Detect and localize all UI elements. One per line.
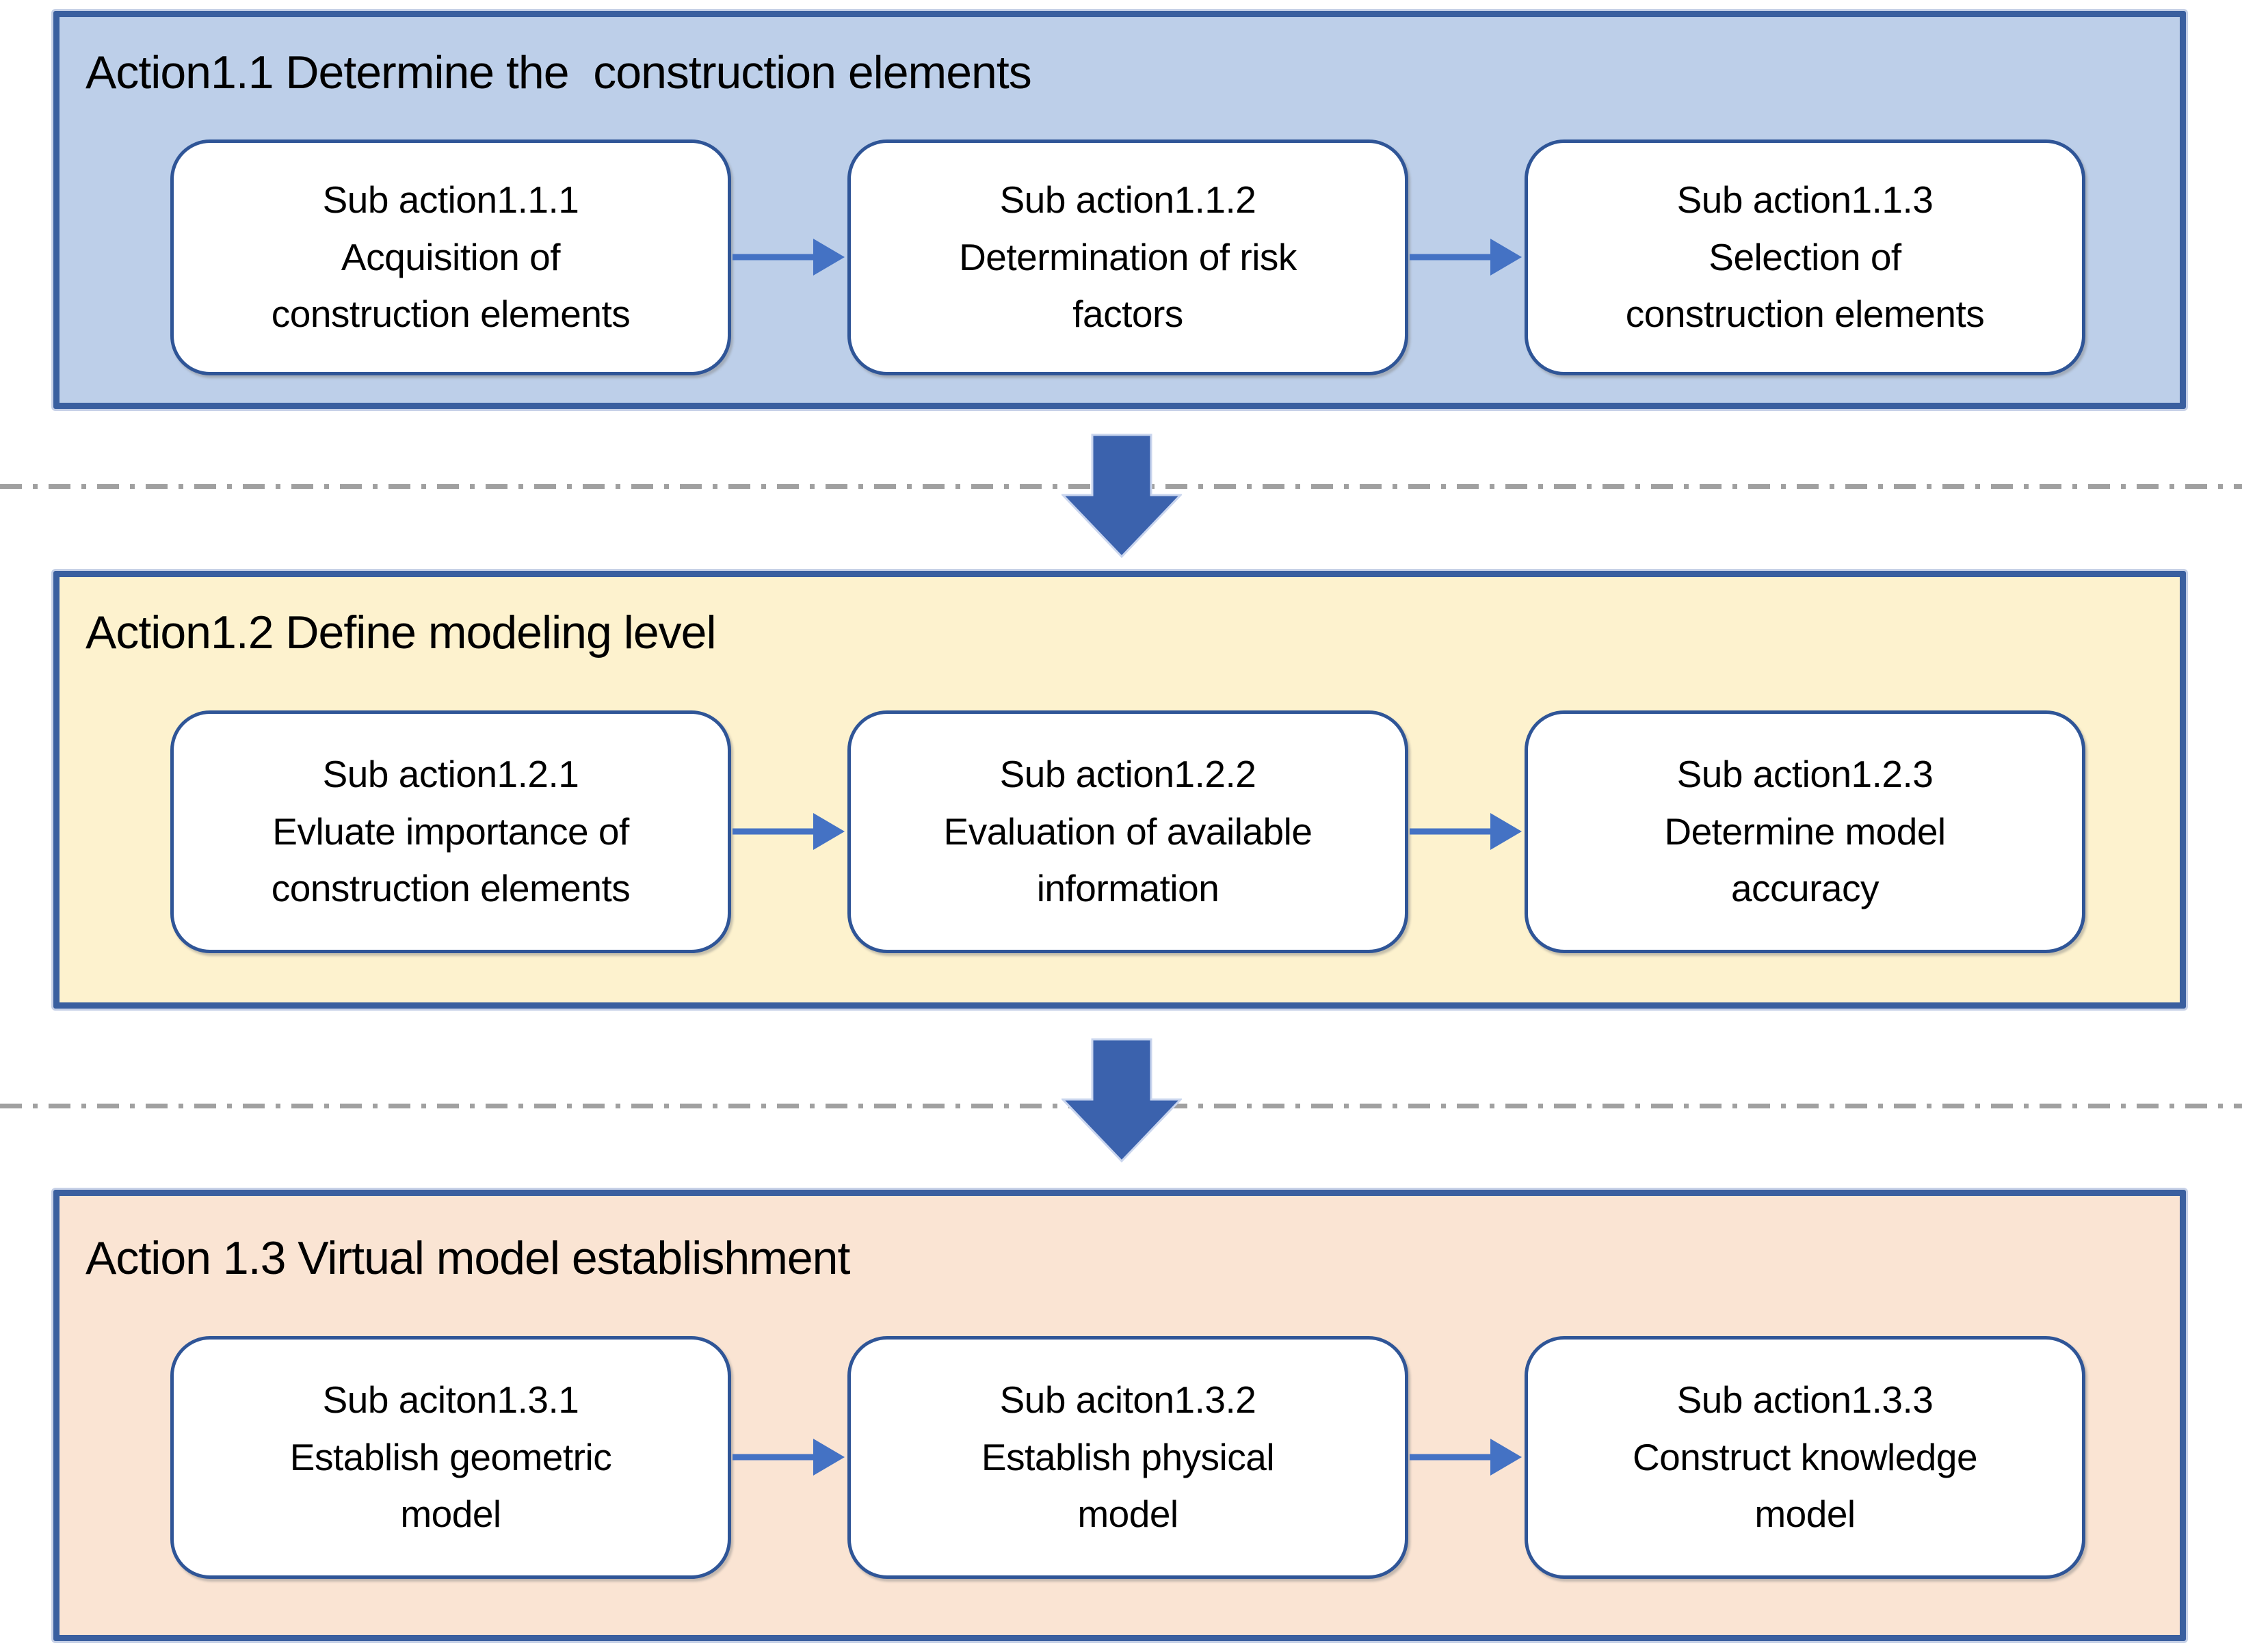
sub-action-box-1-2-3: Sub action1.2.3 Determine model accuracy <box>1525 710 2085 953</box>
right-arrow-icon <box>733 813 845 850</box>
sub-action-box-1-3-1: Sub aciton1.3.1 Establish geometric mode… <box>170 1336 731 1579</box>
down-arrow-icon <box>1061 1038 1182 1162</box>
section-action-1-1: Action1.1 Determine the construction ele… <box>53 11 2186 409</box>
sub-action-box-1-1-2: Sub action1.1.2 Determination of risk fa… <box>847 139 1408 375</box>
down-arrow-icon <box>1061 434 1182 558</box>
sub-action-label: Sub action1.1.1 Acquisition of construct… <box>271 178 631 336</box>
sub-action-box-1-2-2: Sub action1.2.2 Evaluation of available … <box>847 710 1408 953</box>
right-arrow-icon <box>733 1439 845 1476</box>
right-arrow-icon <box>1410 1439 1522 1476</box>
sub-action-label: Sub action1.2.3 Determine model accuracy <box>1664 753 1946 910</box>
section-action-1-3: Action 1.3 Virtual model establishment S… <box>53 1190 2186 1641</box>
right-arrow-icon <box>1410 813 1522 850</box>
sub-action-label: Sub action1.2.1 Evluate importance of co… <box>271 753 631 910</box>
right-arrow-icon <box>733 239 845 276</box>
section-title: Action1.2 Define modeling level <box>85 607 717 658</box>
sub-action-label: Sub action1.3.3 Construct knowledge mode… <box>1632 1378 1978 1536</box>
sub-action-box-1-1-1: Sub action1.1.1 Acquisition of construct… <box>170 139 731 375</box>
section-title: Action 1.3 Virtual model establishment <box>85 1232 850 1284</box>
sub-action-label: Sub action1.1.2 Determination of risk fa… <box>959 178 1297 336</box>
right-arrow-icon <box>1410 239 1522 276</box>
section-title: Action1.1 Determine the construction ele… <box>85 46 1032 98</box>
sub-action-box-1-3-2: Sub aciton1.3.2 Establish physical model <box>847 1336 1408 1579</box>
sub-action-label: Sub aciton1.3.2 Establish physical model <box>981 1378 1275 1536</box>
sub-action-label: Sub action1.2.2 Evaluation of available … <box>943 753 1313 910</box>
sub-action-box-1-1-3: Sub action1.1.3 Selection of constructio… <box>1525 139 2085 375</box>
sub-action-box-1-3-3: Sub action1.3.3 Construct knowledge mode… <box>1525 1336 2085 1579</box>
sub-action-label: Sub aciton1.3.1 Establish geometric mode… <box>289 1378 612 1536</box>
sub-action-label: Sub action1.1.3 Selection of constructio… <box>1625 178 1985 336</box>
sub-action-box-1-2-1: Sub action1.2.1 Evluate importance of co… <box>170 710 731 953</box>
section-action-1-2: Action1.2 Define modeling level Sub acti… <box>53 571 2186 1009</box>
